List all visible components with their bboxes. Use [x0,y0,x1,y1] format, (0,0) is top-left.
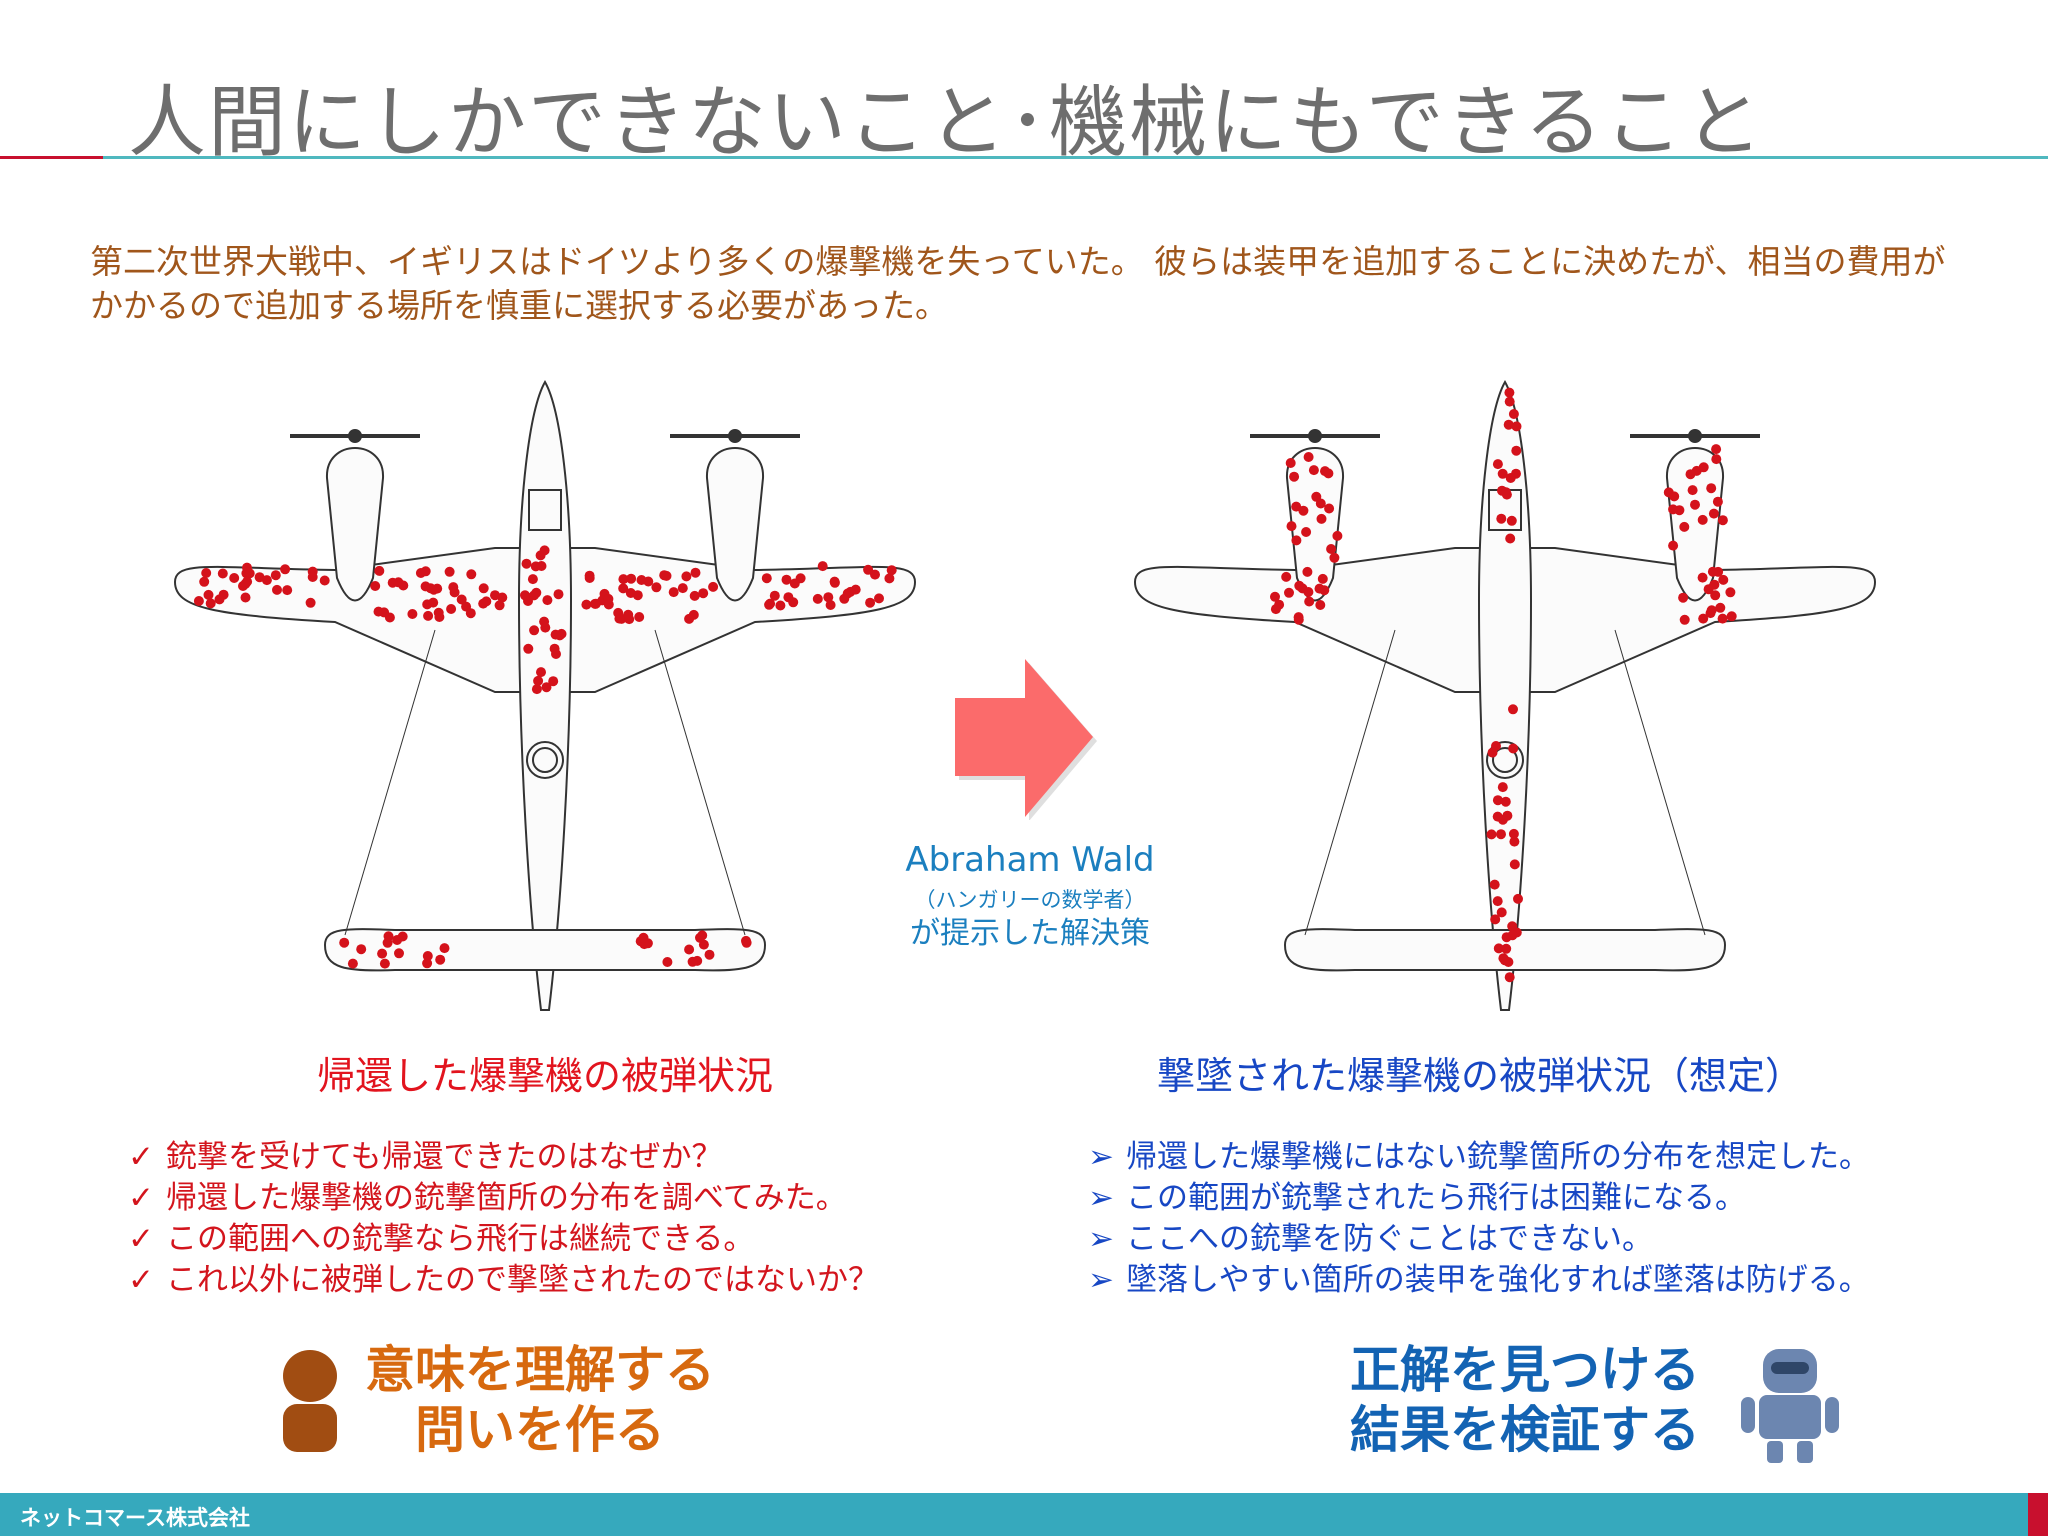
returned-bomber-caption: 帰還した爆撃機の被弾状況 [316,1054,773,1098]
list-item: ✓これ以外に被弾したので撃墜されたのではないか？ [128,1260,879,1301]
right-arrow-icon [955,659,1097,820]
arrow-bullet-icon: ➢ [1088,1180,1114,1216]
shot-down-bomber-illustration [1133,379,1877,1011]
human-checklist: ✓銃撃を受けても帰還できたのはなぜか？ ✓帰還した爆撃機の銃撃箇所の分布を調べて… [128,1137,879,1301]
machine-bullet-list: ➢帰還した爆撃機にはない銃撃箇所の分布を想定した。 ➢この範囲が銃撃されたら飛行… [1088,1137,1870,1301]
footer-bar [0,1493,2048,1536]
footer-accent [2028,1493,2048,1536]
list-item: ✓帰還した爆撃機の銃撃箇所の分布を調べてみた。 [128,1178,879,1219]
check-icon: ✓ [128,1221,154,1257]
intro-paragraph: 第二次世界大戦中、イギリスはドイツより多くの爆撃機を失っていた。 彼らは装甲を追… [90,242,1946,325]
company-name: ネットコマース株式会社 [20,1506,250,1530]
returned-bomber-diagram [135,370,955,1020]
wald-name: Abraham Wald [905,840,1155,880]
shot-down-bomber-caption: 撃墜された爆撃機の被弾状況（想定） [1156,1054,1803,1098]
check-icon: ✓ [128,1139,154,1175]
arrow-bullet-icon: ➢ [1088,1221,1114,1257]
list-item: ➢墜落しやすい箇所の装甲を強化すれば墜落は防げる。 [1088,1260,1870,1301]
arrow-bullet-icon: ➢ [1088,1139,1114,1175]
robot-icon [1741,1349,1839,1463]
list-item: ➢ここへの銃撃を防ぐことはできない。 [1088,1219,1870,1260]
check-icon: ✓ [128,1180,154,1216]
shot-down-bomber-diagram [1095,370,1915,1020]
check-icon: ✓ [128,1262,154,1298]
wald-role: （ハンガリーの数学者） [914,888,1146,912]
list-item: ✓この範囲への銃撃なら飛行は継続できる。 [128,1219,879,1260]
returned-bomber-illustration [173,379,917,1011]
list-item: ✓銃撃を受けても帰還できたのはなぜか？ [128,1137,879,1178]
title-divider [0,156,2048,159]
wald-description: が提示した解決策 [910,916,1150,951]
list-item: ➢帰還した爆撃機にはない銃撃箇所の分布を想定した。 [1088,1137,1870,1178]
person-icon [283,1350,337,1452]
arrow-bullet-icon: ➢ [1088,1262,1114,1298]
human-role-text: 意味を理解する 問いを作る [365,1341,715,1459]
list-item: ➢この範囲が銃撃されたら飛行は困難になる。 [1088,1178,1870,1219]
machine-role-text: 正解を見つける 結果を検証する [1350,1341,1700,1459]
page-title: 人間にしかできないこと･機械にもできること [128,78,1765,168]
title-divider-accent [0,156,103,159]
